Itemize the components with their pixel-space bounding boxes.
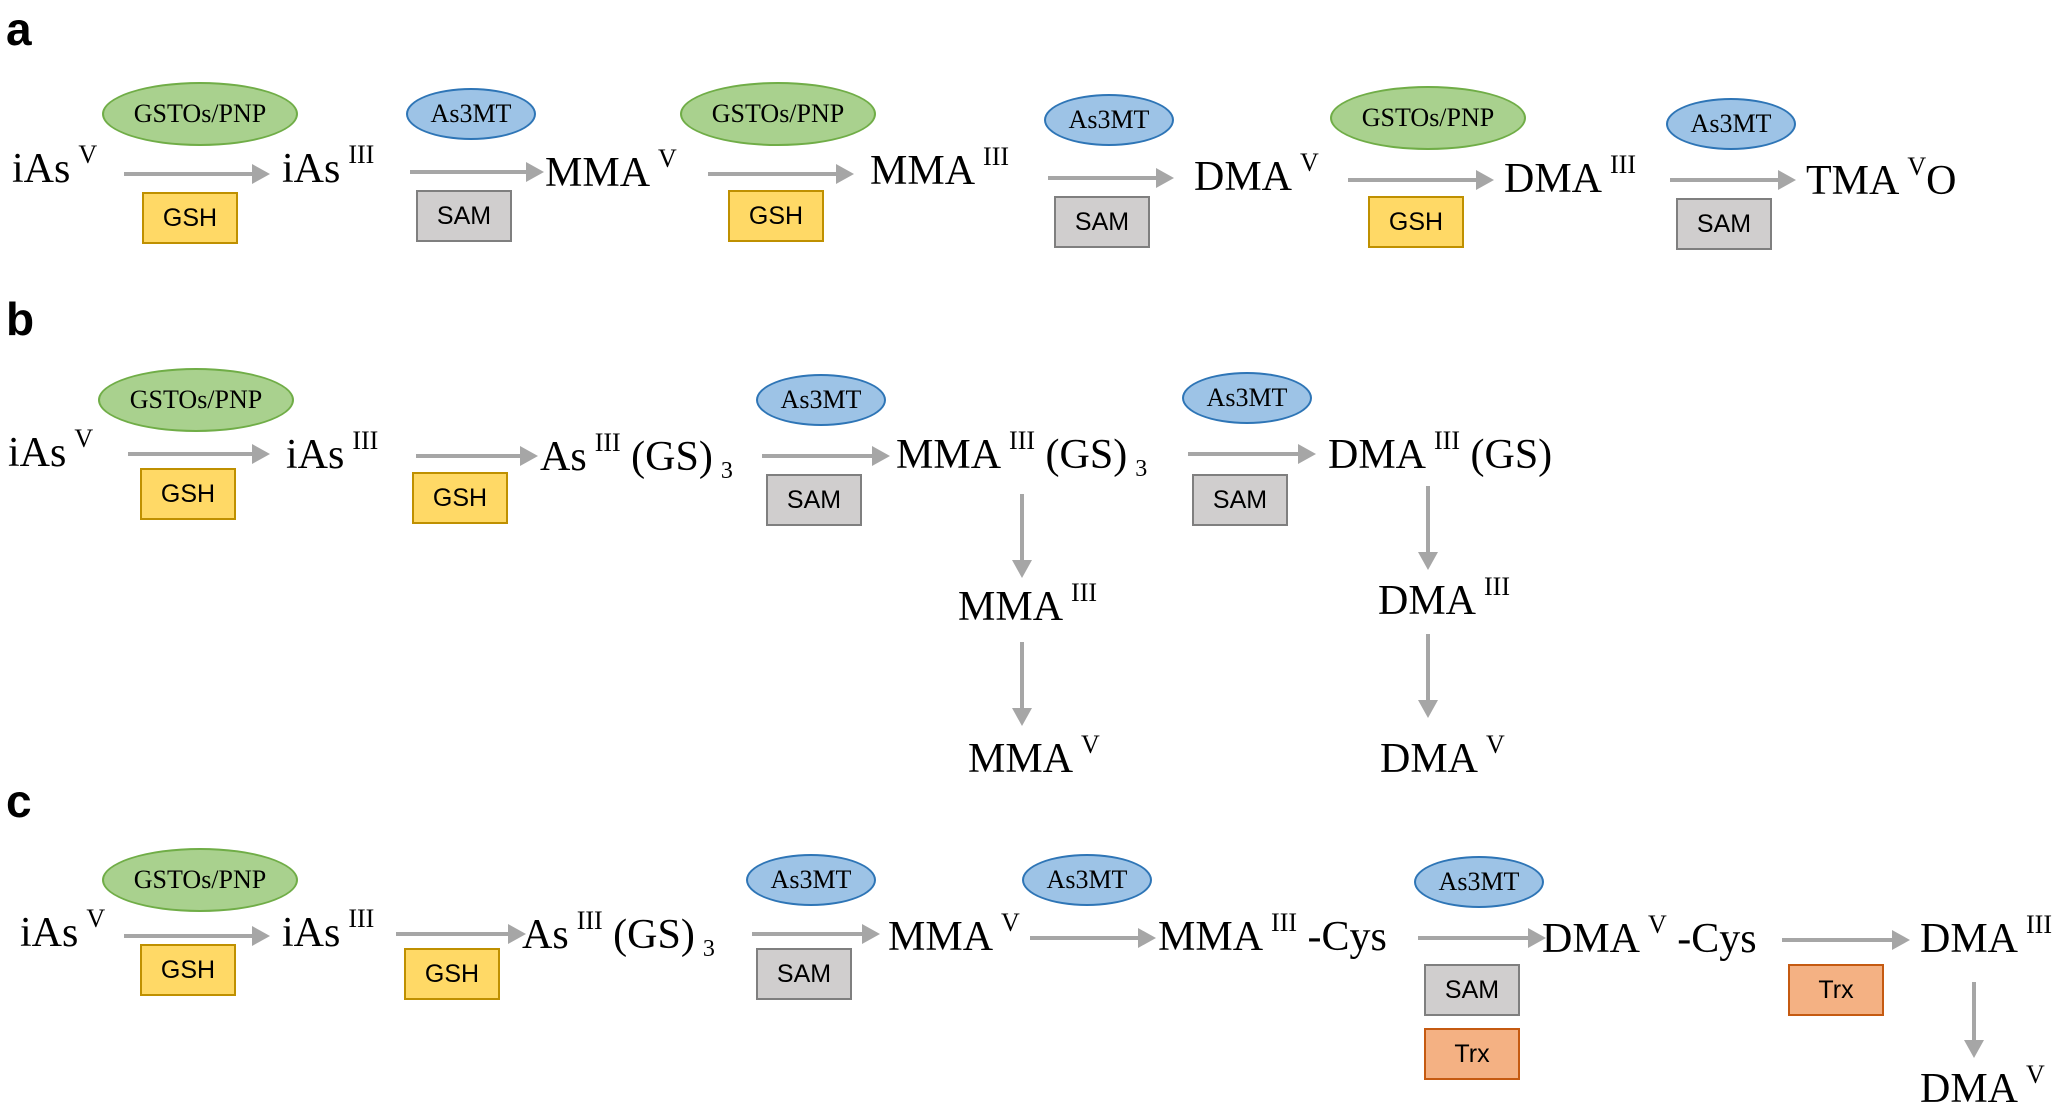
cofactor-gsh: GSH xyxy=(728,190,824,242)
reaction-arrow xyxy=(1964,982,1984,1058)
reaction-arrow xyxy=(1418,486,1438,570)
reaction-arrow xyxy=(1048,168,1174,188)
reaction-arrow xyxy=(124,164,270,184)
cofactor-trx: Trx xyxy=(1424,1028,1520,1080)
reaction-arrow xyxy=(1670,170,1796,190)
reaction-arrow xyxy=(1012,642,1032,726)
reaction-arrow xyxy=(396,924,526,944)
cofactor-sam: SAM xyxy=(1192,474,1288,526)
cofactor-gsh: GSH xyxy=(140,468,236,520)
reaction-arrow xyxy=(410,162,544,182)
cofactor-gsh: GSH xyxy=(140,944,236,996)
enzyme-as3mt: As3MT xyxy=(1666,98,1796,150)
reaction-arrow xyxy=(708,164,854,184)
enzyme-gstos-pnp: GSTOs/PNP xyxy=(680,82,876,146)
reaction-arrow xyxy=(1418,928,1546,948)
reaction-arrow xyxy=(752,924,880,944)
enzyme-as3mt: As3MT xyxy=(756,374,886,426)
cofactor-sam: SAM xyxy=(1424,964,1520,1016)
enzyme-as3mt: As3MT xyxy=(1022,854,1152,906)
panel-a: a GSTOs/PNP As3MT GSTOs/PNP As3MT GSTOs/… xyxy=(0,0,2057,310)
cofactor-trx: Trx xyxy=(1788,964,1884,1016)
enzyme-as3mt: As3MT xyxy=(746,854,876,906)
reaction-arrow xyxy=(1782,930,1910,950)
cofactor-gsh: GSH xyxy=(1368,196,1464,248)
cofactor-sam: SAM xyxy=(756,948,852,1000)
panel-label: b xyxy=(6,293,35,345)
enzyme-gstos-pnp: GSTOs/PNP xyxy=(102,82,298,146)
reaction-arrow xyxy=(416,446,538,466)
reaction-arrow xyxy=(762,446,890,466)
reaction-arrow xyxy=(1030,928,1156,948)
cofactor-sam: SAM xyxy=(1054,196,1150,248)
cofactor-sam: SAM xyxy=(766,474,862,526)
panel-label: c xyxy=(6,775,32,827)
reaction-arrow xyxy=(1012,494,1032,578)
reaction-arrow xyxy=(128,444,270,464)
reaction-arrow xyxy=(124,926,270,946)
reaction-arrow xyxy=(1418,634,1438,718)
cofactor-sam: SAM xyxy=(1676,198,1772,250)
reaction-arrow xyxy=(1348,170,1494,190)
enzyme-as3mt: As3MT xyxy=(1414,856,1544,908)
enzyme-as3mt: As3MT xyxy=(1182,372,1312,424)
enzyme-as3mt: As3MT xyxy=(1044,94,1174,146)
enzyme-gstos-pnp: GSTOs/PNP xyxy=(98,368,294,432)
cofactor-sam: SAM xyxy=(416,190,512,242)
reaction-arrow xyxy=(1188,444,1316,464)
enzyme-gstos-pnp: GSTOs/PNP xyxy=(102,848,298,912)
enzyme-gstos-pnp: GSTOs/PNP xyxy=(1330,86,1526,150)
cofactor-gsh: GSH xyxy=(404,948,500,1000)
cofactor-gsh: GSH xyxy=(142,192,238,244)
panel-label: a xyxy=(6,3,32,55)
cofactor-gsh: GSH xyxy=(412,472,508,524)
enzyme-as3mt: As3MT xyxy=(406,88,536,140)
